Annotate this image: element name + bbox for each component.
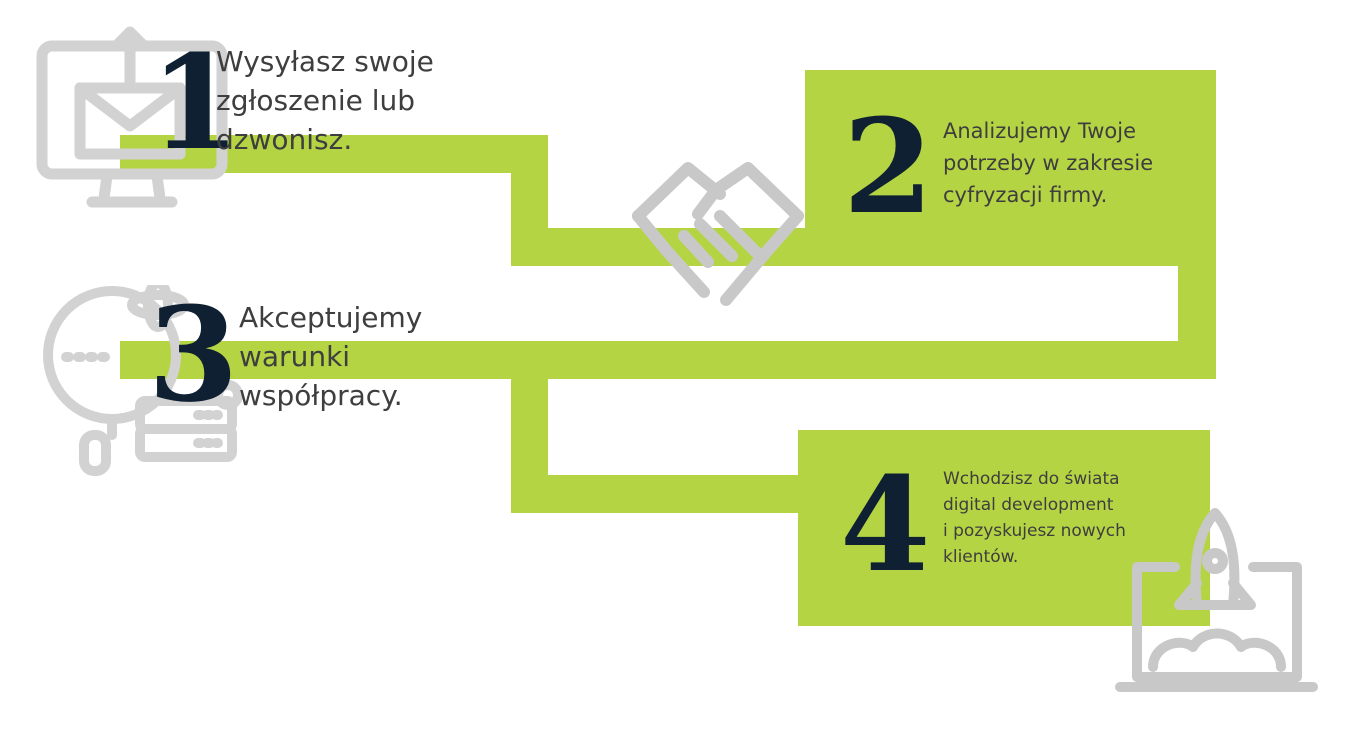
step-1-number: 1 [150, 26, 241, 179]
step-4-number: 4 [840, 448, 931, 601]
email-send-icon [36, 26, 228, 208]
step-3-text: Akceptujemy warunki współpracy. [239, 301, 423, 412]
handshake-icon [632, 162, 804, 306]
path-segment-7 [511, 475, 811, 513]
step-2-number: 2 [843, 90, 934, 243]
step-2-box [805, 70, 1216, 266]
step-2-text: Analizujemy Twoje potrzeby w zakresie cy… [943, 119, 1154, 207]
step-4-text: Wchodzisz do świata digital development … [943, 469, 1126, 567]
step-3-number: 3 [148, 278, 239, 431]
path-segment-1 [120, 135, 548, 173]
rocket-laptop-icon [1115, 508, 1318, 692]
path-segment-5 [120, 341, 1216, 379]
search-database-icon [43, 285, 243, 476]
step-1-text: Wysyłasz swoje zgłoszenie lub dzwonisz. [216, 45, 434, 156]
